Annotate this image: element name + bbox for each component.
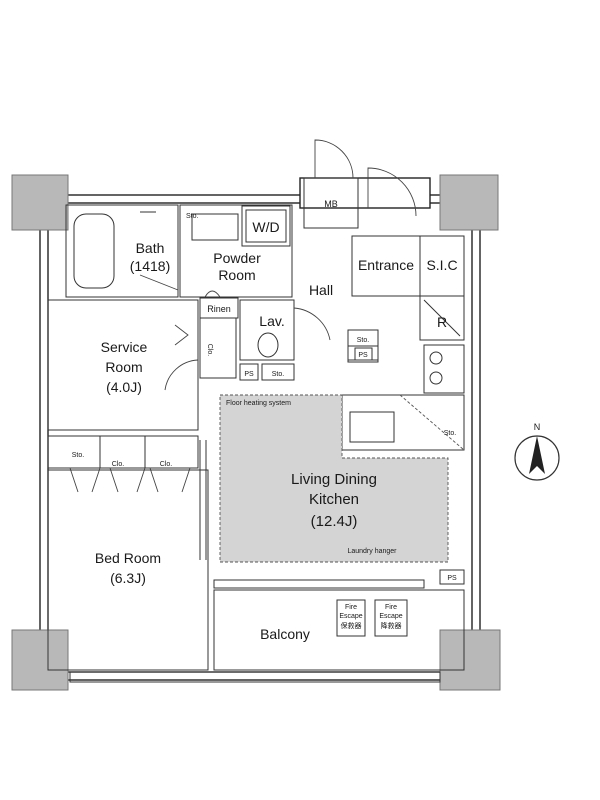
- fire-escape-2-line3: 降救器: [381, 621, 402, 630]
- service-room-label-line2: Room: [105, 359, 142, 375]
- floor-heating-label: Floor heating system: [226, 400, 291, 407]
- r-label: R: [437, 314, 447, 330]
- outer-walls: [39, 177, 481, 681]
- lav-label: Lav.: [259, 313, 284, 329]
- clo-label-bed-2: Clo.: [160, 461, 173, 468]
- rinen-label: Rinen: [207, 304, 231, 314]
- entrance-area: [351, 235, 465, 341]
- sic-label: S.I.C: [426, 257, 457, 273]
- entrance-label: Entrance: [358, 257, 414, 273]
- fire-escape-1-line3: 保救器: [341, 621, 362, 630]
- sto-label-lav: Sto.: [272, 371, 285, 378]
- structural-pillars: [11, 174, 501, 691]
- fire-escape-1-line2: Escape: [339, 613, 362, 620]
- laundry-hanger-label: Laundry hanger: [347, 548, 397, 555]
- sto-label-counter: Sto.: [444, 430, 457, 437]
- ps-label-balcony: PS: [447, 575, 457, 582]
- service-room-label-line1: Service: [101, 339, 148, 355]
- powder-room-area: [179, 204, 293, 298]
- fire-escape-1-line1: Fire: [345, 604, 357, 611]
- linen-lav-area: [199, 297, 331, 381]
- sto-label-powder: Sto.: [186, 213, 199, 220]
- closet-row: [47, 435, 199, 493]
- mb-closet: [303, 139, 359, 229]
- ldk-area: [219, 394, 449, 563]
- bath-area: [65, 204, 179, 298]
- entrance-door: [367, 167, 417, 217]
- bath-size-label: (1418): [130, 258, 170, 274]
- ldk-label-line2: Kitchen: [309, 491, 359, 508]
- sto-label-kitchen: Sto.: [357, 337, 370, 344]
- bed-room-size: (6.3J): [110, 570, 146, 586]
- mb-label: MB: [324, 199, 338, 209]
- bath-label: Bath: [136, 240, 165, 256]
- balcony-area: [213, 569, 465, 671]
- service-room-size: (4.0J): [106, 379, 142, 395]
- clo-label-service: Clo.: [206, 344, 213, 357]
- window-frame: [69, 671, 441, 683]
- ldk-size: (12.4J): [311, 513, 358, 530]
- powder-label-line1: Powder: [213, 250, 261, 266]
- compass-icon: N: [514, 422, 560, 481]
- hall-label: Hall: [309, 282, 333, 298]
- fire-escape-2-line2: Escape: [379, 613, 402, 620]
- clo-label-bed-1: Clo.: [112, 461, 125, 468]
- ps-label-lav: PS: [244, 371, 254, 378]
- fire-escape-2-line1: Fire: [385, 604, 397, 611]
- service-room-area: [47, 299, 199, 431]
- bed-room-label: Bed Room: [95, 550, 161, 566]
- kitchen-area: [341, 329, 465, 451]
- ldk-label-line1: Living Dining: [291, 471, 377, 488]
- ps-label-kitchen: PS: [358, 352, 368, 359]
- powder-label-line2: Room: [218, 267, 255, 283]
- balcony-label: Balcony: [260, 626, 310, 642]
- compass-label: N: [534, 422, 541, 432]
- wd-label: W/D: [252, 219, 279, 235]
- sto-label-bed: Sto.: [72, 452, 85, 459]
- bed-room-area: [47, 440, 209, 671]
